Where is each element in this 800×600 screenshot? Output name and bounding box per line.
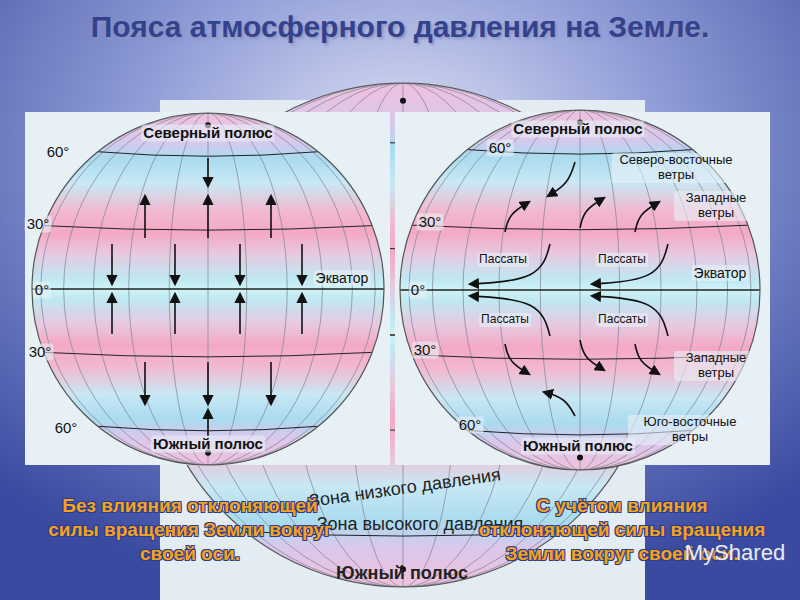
latitude-line: [400, 289, 760, 291]
equator-label: Экватор: [314, 270, 371, 286]
wind-arrow: [144, 362, 146, 404]
pressure-bands: [400, 110, 760, 470]
pole-dot: [577, 454, 583, 460]
wind-arrow: [301, 294, 303, 334]
wind-arrow: [505, 344, 529, 374]
wind-arrow: [111, 294, 113, 334]
latitude-label: 60°: [457, 416, 484, 433]
wind-arrow: [592, 244, 668, 284]
wind-arrow: [544, 392, 575, 416]
wind-arrow: [207, 410, 209, 436]
latitude-label: 60°: [53, 419, 80, 436]
pole-label: Северный полюс: [511, 120, 644, 137]
globe-outline: [400, 110, 760, 470]
pole-dot: [400, 98, 406, 104]
globe-outline: [32, 113, 384, 465]
wind-arrow: [174, 244, 176, 284]
wind-arrow: [239, 244, 241, 284]
wind-arrow: [239, 294, 241, 334]
wind-label: Пассаты: [596, 313, 648, 327]
wind-label: Пассаты: [596, 253, 648, 267]
latitude-line: [32, 288, 384, 290]
wind-arrow: [144, 196, 146, 238]
wind-arrow: [592, 296, 668, 336]
wind-arrow: [301, 244, 303, 284]
wind-arrow: [505, 202, 529, 232]
wind-arrow: [207, 196, 209, 238]
wind-arrow: [111, 244, 113, 284]
wind-arrow: [470, 244, 550, 284]
wind-arrow: [548, 162, 575, 196]
wind-label: Юго-восточные ветры: [628, 415, 752, 445]
wind-arrow: [270, 196, 272, 238]
latitude-label: 0°: [409, 281, 427, 298]
pole-label: Северный полюс: [141, 124, 274, 141]
panel: [25, 112, 390, 465]
wind-arrow: [635, 344, 659, 374]
latitude-line: [44, 352, 372, 357]
latitude-label: 60°: [45, 143, 72, 160]
latitude-line: [98, 152, 318, 157]
equator-label: Экватор: [692, 265, 749, 281]
pressure-bands: [32, 113, 384, 465]
globe: [400, 110, 760, 470]
wind-arrow: [580, 198, 604, 228]
wind-arrow: [207, 362, 209, 404]
wind-arrow: [207, 158, 209, 186]
latitude-label: 60°: [487, 139, 514, 156]
latitude-label: 30°: [25, 215, 52, 232]
wind-label: Пассаты: [479, 313, 531, 327]
wind-label: Западные ветры: [674, 191, 758, 221]
title: Пояса атмосферного давления на Земле.: [80, 8, 720, 46]
caption-text: Без влияния отклоняющей силы вращения Зе…: [40, 494, 340, 565]
wind-arrow: [270, 362, 272, 404]
wind-arrow: [580, 340, 604, 370]
latitude-label: 0°: [33, 281, 51, 298]
globe: [32, 113, 384, 465]
pole-label: Южный полюс: [336, 563, 468, 584]
wind-arrow: [174, 294, 176, 334]
wind-label: Пассаты: [477, 253, 529, 267]
latitude-label: 30°: [417, 213, 444, 230]
wind-label: Западные ветры: [674, 351, 758, 381]
pole-label: Южный полюс: [521, 437, 635, 454]
wind-arrow: [635, 202, 659, 232]
pole-label: Южный полюс: [151, 435, 265, 452]
wind-arrow: [470, 296, 550, 336]
latitude-label: 30°: [27, 343, 54, 360]
latitude-label: 30°: [412, 341, 439, 358]
wind-label: Северо-восточные ветры: [612, 153, 741, 183]
watermark: MyShared: [685, 540, 785, 565]
